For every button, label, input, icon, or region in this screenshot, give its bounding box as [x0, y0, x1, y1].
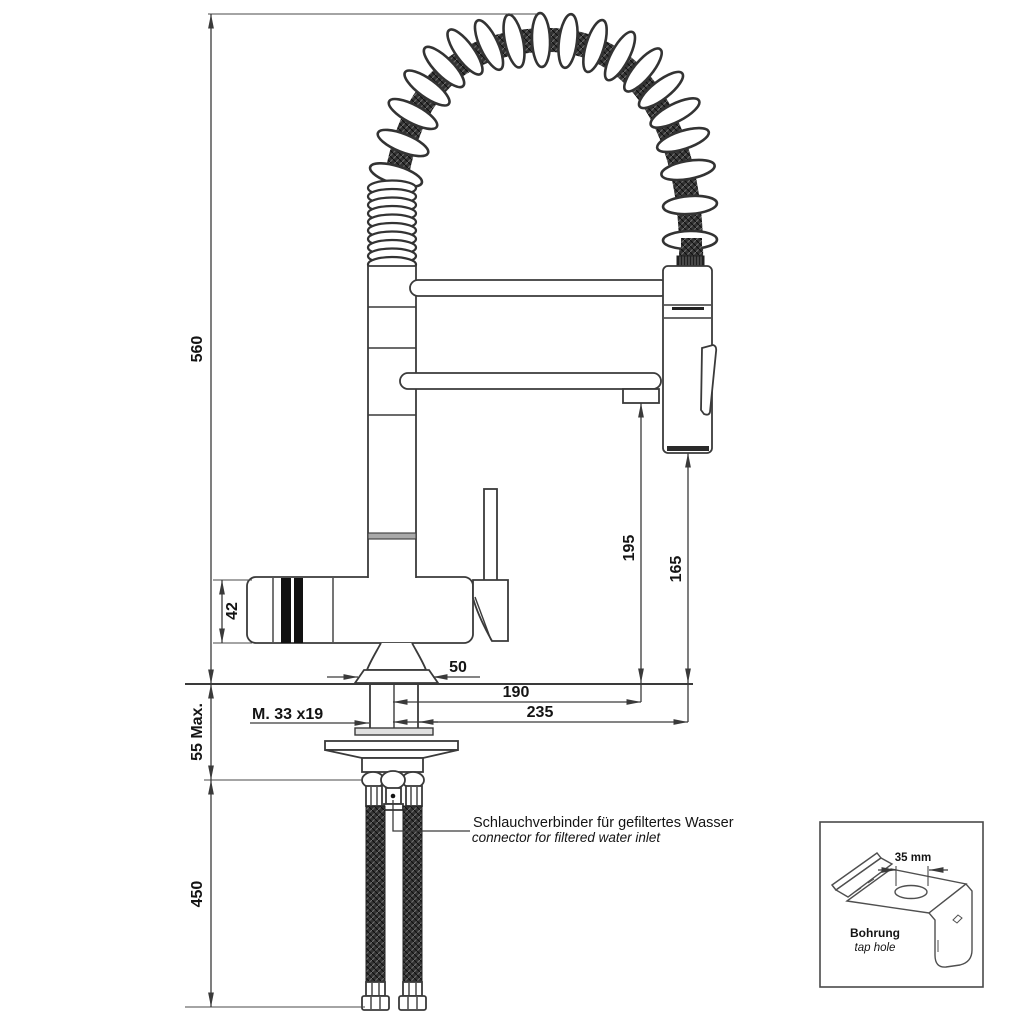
inset-label-en: tap hole [855, 942, 896, 954]
braided-hose-right [402, 805, 423, 983]
hose-nut-center [380, 770, 406, 790]
dim-195-label: 195 [621, 535, 638, 562]
escutcheon-plate [354, 727, 434, 736]
mounting-block [361, 757, 424, 773]
counter-corner-sketch [830, 852, 973, 968]
spout-assembly [399, 279, 670, 404]
spring-hose-arc [366, 11, 719, 274]
knob-oring-2 [294, 578, 303, 643]
spray-lever [700, 344, 718, 416]
knob-oring-1 [281, 578, 291, 643]
faucet-body [246, 265, 509, 684]
under-counter-assembly [324, 683, 459, 1011]
spring-coil-rings [368, 11, 719, 251]
handle-face-edge [474, 596, 492, 641]
counter-back-lip-face [834, 857, 894, 898]
head-hose-entry [681, 238, 702, 260]
spray-head [662, 238, 718, 454]
base-trapezoid [353, 669, 440, 684]
body-cross-arm [246, 576, 474, 644]
mixer-handle-block [472, 579, 509, 642]
hose-end-nut-left [361, 995, 390, 1011]
tap-hole-inset: 35 mm Bohrung tap hole [819, 821, 984, 988]
riser-ring-band [367, 532, 417, 540]
dim-560-label: 560 [189, 336, 206, 363]
body-neck [365, 642, 428, 671]
dim-235-label: 235 [527, 704, 554, 721]
head-seam-dash [672, 307, 704, 310]
faucet-drawing [246, 11, 719, 1011]
spout-bar [399, 372, 662, 390]
riser-column [367, 265, 417, 578]
connector-dot [390, 793, 396, 799]
hose-ferrule-left [365, 785, 383, 807]
flange-wings [324, 749, 459, 759]
tap-hole-circle [894, 884, 928, 900]
hole-diameter-label: 35 mm [895, 852, 931, 864]
hose-end-ferrule-left [365, 981, 386, 997]
inset-label-de: Bohrung [850, 926, 900, 940]
face-slot-mark [952, 914, 963, 924]
connector-leader [392, 800, 470, 832]
tight-spring-coil [366, 179, 418, 274]
dimension-annotations: 560 55 Max. 450 42 195 165 190 235 50 M.… [185, 13, 734, 1008]
head-outlet-band [667, 446, 709, 451]
thread-label: M. 33 x19 [252, 706, 323, 723]
spout-holder-bar [409, 279, 670, 297]
dim-50-label: 50 [449, 659, 467, 676]
braided-hose-left [365, 805, 386, 983]
dim-190-label: 190 [503, 684, 530, 701]
hose-end-ferrule-right [402, 981, 423, 997]
connector-label-de: Schlauchverbinder für gefiltertes Wasser [473, 815, 734, 831]
hose-ferrule-right [405, 785, 423, 807]
mixer-handle-stick [483, 488, 498, 583]
dim-42-label: 42 [224, 602, 241, 620]
hose-end-nut-right [398, 995, 427, 1011]
connector-label-en: connector for filtered water inlet [472, 830, 662, 845]
dim-55max-label: 55 Max. [189, 703, 206, 761]
spout-aerator [622, 388, 660, 404]
dim-450-label: 450 [189, 881, 206, 908]
dim-165-label: 165 [668, 556, 685, 583]
counter-front-face [927, 883, 973, 968]
mounting-flange-plate [324, 740, 459, 751]
